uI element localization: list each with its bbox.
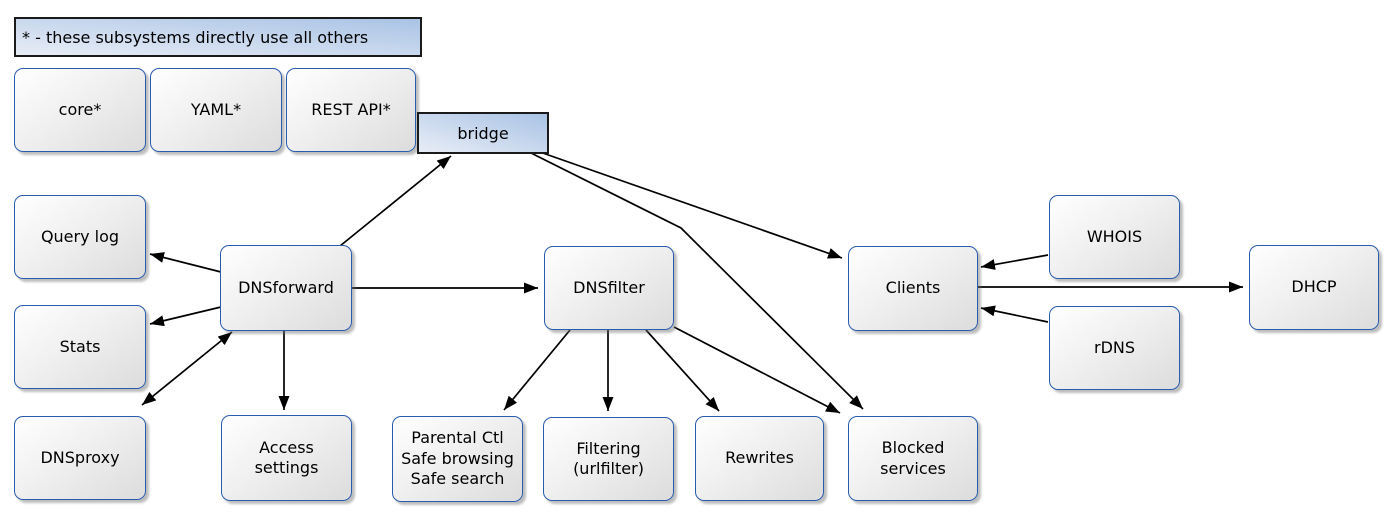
node-dnsfilter-label: DNSfilter xyxy=(573,277,645,297)
edge-dnsfilter-to-rewrites xyxy=(645,329,720,412)
edge-dnsforward-to-dnsproxy xyxy=(141,331,233,406)
node-core: core* xyxy=(14,68,146,152)
edge-rdns-to-clients xyxy=(980,305,1049,323)
node-stats-label: Stats xyxy=(59,336,101,356)
node-whois: WHOIS xyxy=(1049,195,1180,279)
node-yaml-label: YAML* xyxy=(190,99,242,119)
node-clients-label: Clients xyxy=(885,278,941,298)
node-blocked-services-label: Blocked services xyxy=(880,438,946,478)
node-query-log: Query log xyxy=(14,195,146,279)
node-dhcp-label: DHCP xyxy=(1291,277,1337,297)
node-bridge: bridge xyxy=(417,112,549,154)
edge-dnsfilter-to-parental xyxy=(503,329,571,411)
node-dnsforward: DNSforward xyxy=(220,245,352,331)
edge-dnsfilter-to-blocked_services xyxy=(673,326,841,414)
node-stats: Stats xyxy=(14,305,146,389)
node-bridge-label: bridge xyxy=(457,123,509,143)
edge-dnsforward-to-query_log xyxy=(149,252,222,273)
node-blocked-services: Blocked services xyxy=(848,416,978,501)
node-yaml: YAML* xyxy=(150,68,282,152)
legend-note: * - these subsystems directly use all ot… xyxy=(14,17,422,57)
node-whois-label: WHOIS xyxy=(1086,226,1143,246)
node-query-log-label: Query log xyxy=(40,226,120,246)
node-access-settings-label: Access settings xyxy=(254,437,319,477)
edge-dnsforward-to-stats xyxy=(149,306,222,327)
node-rest-api: REST API* xyxy=(286,68,416,152)
node-dnsforward-label: DNSforward xyxy=(238,277,334,297)
edge-bridge-to-clients xyxy=(536,150,843,259)
legend-text: * - these subsystems directly use all ot… xyxy=(22,27,369,47)
edge-whois-to-clients xyxy=(980,254,1049,270)
node-rdns-label: rDNS xyxy=(1093,337,1136,357)
node-parental-ctl: Parental Ctl Safe browsing Safe search xyxy=(392,416,523,502)
node-rest-api-label: REST API* xyxy=(311,99,391,119)
edge-bridge-to-blocked_services xyxy=(526,150,864,410)
edge-dnsforward-to-bridge xyxy=(339,155,452,247)
node-dhcp: DHCP xyxy=(1249,245,1379,330)
node-parental-ctl-label: Parental Ctl Safe browsing Safe search xyxy=(401,428,514,489)
node-filtering-label: Filtering (urlfilter) xyxy=(573,438,644,478)
node-rewrites-label: Rewrites xyxy=(725,448,794,468)
node-dnsproxy: DNSproxy xyxy=(14,416,146,500)
node-rdns: rDNS xyxy=(1049,306,1180,390)
node-dnsproxy-label: DNSproxy xyxy=(40,447,120,467)
node-clients: Clients xyxy=(848,246,978,331)
node-access-settings: Access settings xyxy=(221,415,352,501)
node-dnsfilter: DNSfilter xyxy=(544,246,674,330)
node-core-label: core* xyxy=(58,99,102,119)
node-filtering: Filtering (urlfilter) xyxy=(543,417,674,501)
node-rewrites: Rewrites xyxy=(695,416,824,501)
